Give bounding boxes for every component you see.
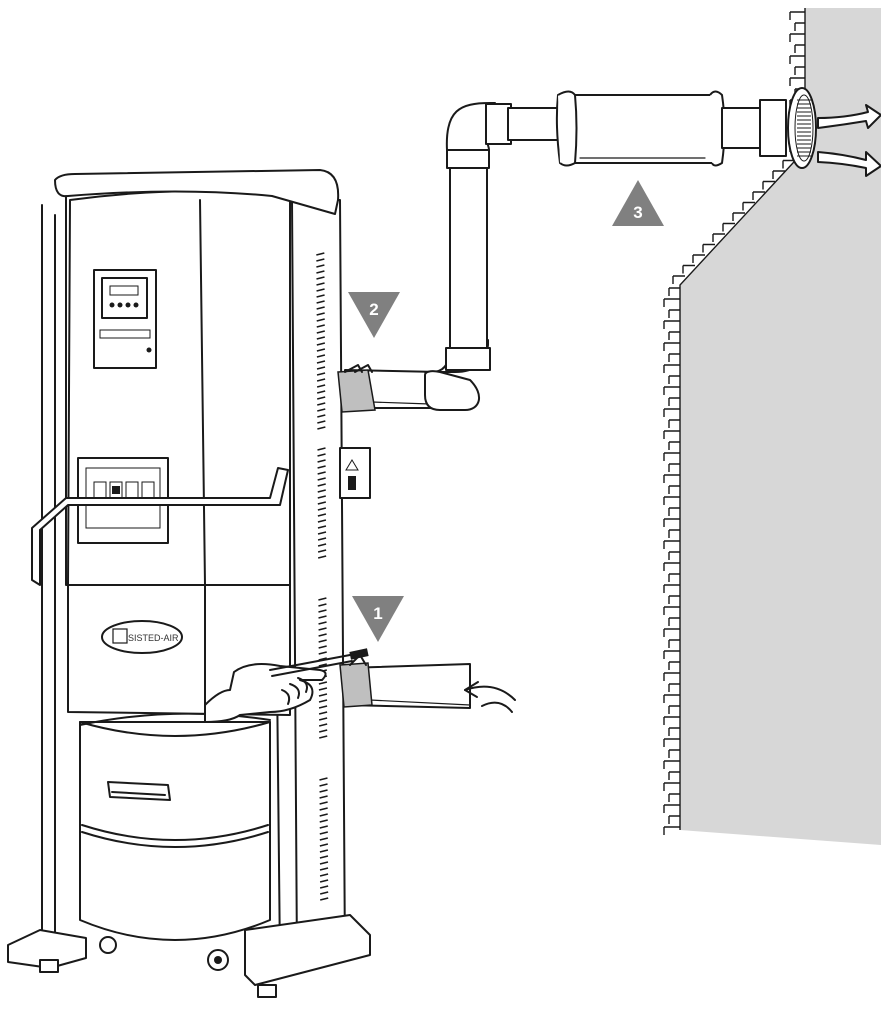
brand-label: SISTED-AIR bbox=[128, 633, 179, 643]
brand-logo: SISTED-AIR bbox=[101, 620, 183, 654]
marker-1: 1 bbox=[352, 596, 404, 642]
drum bbox=[79, 712, 271, 971]
hand-tightening-clamp bbox=[204, 648, 369, 723]
electrical-switch-box bbox=[339, 447, 371, 499]
marker-3: 3 bbox=[612, 180, 664, 226]
arrow-airflow-icon bbox=[481, 701, 513, 713]
dust-collector-unit: SISTED-AIR bbox=[7, 169, 376, 998]
arrow-airflow-icon bbox=[464, 681, 479, 698]
arrow-airflow-icon bbox=[817, 104, 881, 129]
hose-clamp-upper bbox=[337, 364, 376, 413]
arrow-airflow-icon bbox=[817, 151, 881, 177]
marker-2: 2 bbox=[348, 292, 400, 338]
svg-text:1: 1 bbox=[373, 604, 382, 623]
control-display-panel bbox=[93, 269, 157, 369]
svg-text:3: 3 bbox=[633, 203, 642, 222]
wall bbox=[663, 8, 881, 845]
triangle-marker-icon bbox=[352, 596, 404, 642]
cabinet-handle-bar[interactable] bbox=[31, 467, 289, 586]
triangle-marker-icon bbox=[348, 292, 400, 338]
arrow-airflow-icon bbox=[464, 685, 516, 701]
svg-text:2: 2 bbox=[369, 300, 378, 319]
airflow-arrows bbox=[464, 104, 881, 713]
warning-triangle-icon bbox=[345, 459, 359, 471]
drum-handle bbox=[107, 781, 171, 801]
triangle-marker-icon bbox=[612, 180, 664, 226]
